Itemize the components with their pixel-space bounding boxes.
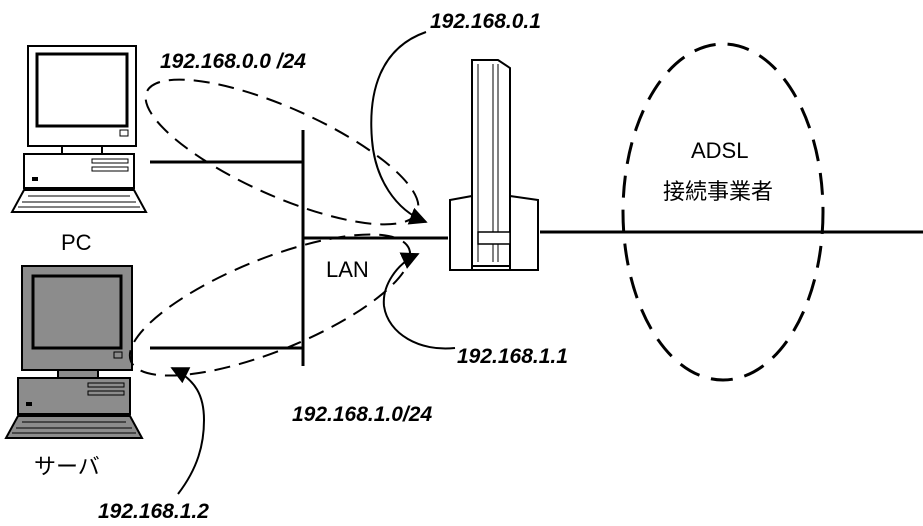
router-icon bbox=[450, 60, 538, 270]
pc-label: PC bbox=[61, 230, 92, 255]
network-ellipse-top bbox=[129, 52, 435, 253]
isp-cloud bbox=[623, 44, 823, 380]
isp-label-line1: ADSL bbox=[691, 138, 748, 163]
lan-label: LAN bbox=[326, 257, 369, 282]
router-ip-bottom-label: 192.168.1.1 bbox=[457, 345, 568, 368]
network-ellipse-bottom bbox=[114, 206, 427, 404]
network-bottom-label: 192.168.1.0/24 bbox=[292, 403, 432, 426]
router-ip-top-label: 192.168.0.1 bbox=[430, 10, 541, 33]
server-label: サーバ bbox=[34, 455, 100, 480]
callout-arrow-router-ip-bottom bbox=[384, 254, 455, 349]
callout-arrow-server-ip bbox=[172, 368, 204, 494]
callout-arrow-router-ip-top bbox=[371, 32, 426, 222]
pc-icon bbox=[12, 46, 146, 212]
network-top-label: 192.168.0.0 /24 bbox=[160, 50, 306, 73]
server-ip-label: 192.168.1.2 bbox=[98, 500, 209, 523]
isp-label-line2: 接続事業者 bbox=[663, 180, 773, 205]
server-icon bbox=[6, 266, 142, 438]
